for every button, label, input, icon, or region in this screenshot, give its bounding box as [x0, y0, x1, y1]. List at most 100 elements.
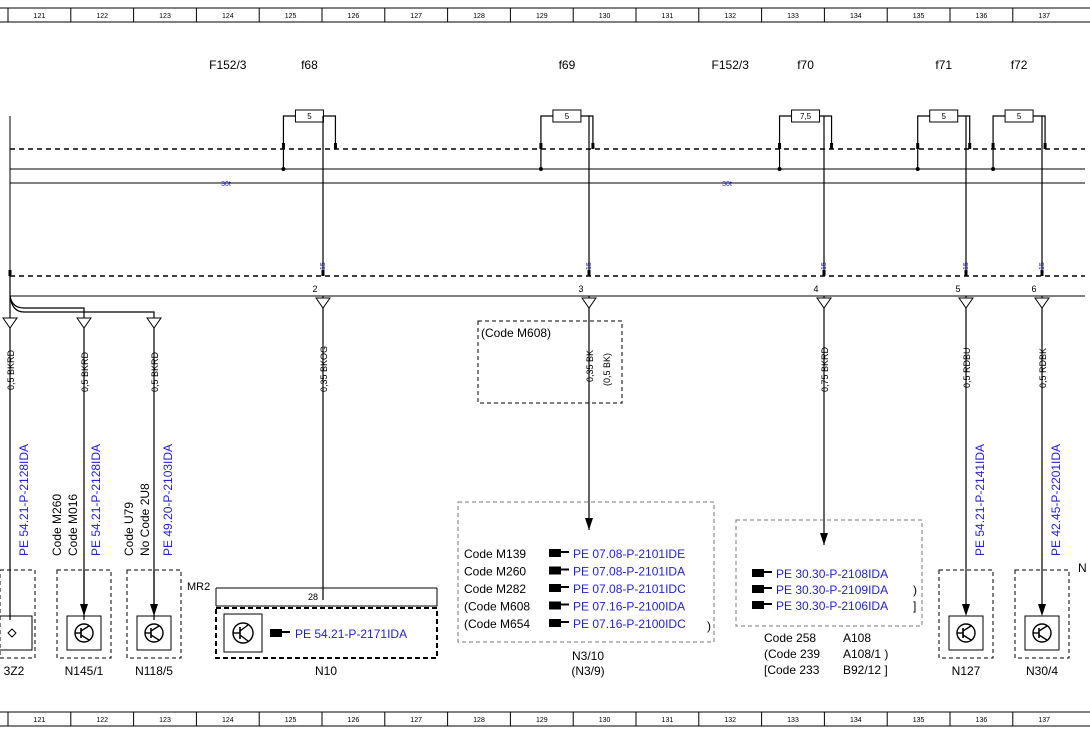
wire-label: 0,35 BKOG: [319, 346, 329, 392]
code-label: Code M016: [66, 494, 80, 556]
ruler-cell: 137: [1038, 13, 1050, 20]
fuse-rating: 5: [307, 112, 312, 121]
wire-label-alt: (0,5 BK): [602, 353, 612, 386]
ruler-cell: 125: [285, 717, 297, 724]
pe-ref-link[interactable]: PE 42.45-P-2201IDA: [1049, 444, 1063, 556]
n3-ref-link[interactable]: PE 07.08-P-2101IDA: [573, 565, 685, 579]
ruler-cell: 131: [662, 13, 674, 20]
n10-hand-icon: [270, 629, 290, 637]
hand-pointer-icon: [549, 619, 569, 627]
ruler-cell: 126: [348, 717, 360, 724]
n3-ref-link[interactable]: PE 07.08-P-2101IDC: [573, 582, 686, 596]
n10-component: MR2 28 PE 54.21-P-2171IDA N10: [187, 581, 438, 678]
sensor-icon: [144, 623, 164, 643]
pe-ref-link[interactable]: PE 54.21-P-2128IDA: [89, 444, 103, 556]
ruler-cell: 132: [724, 717, 736, 724]
fuse: 5: [991, 109, 1047, 171]
ruler-cell: 128: [473, 13, 485, 20]
ruler-cell: 134: [850, 13, 862, 20]
n3-ref-link[interactable]: PE 07.16-P-2100IDA: [573, 600, 685, 614]
wire-drop: 2: [312, 116, 331, 600]
pin-number: 3: [578, 284, 583, 294]
n3-ref-link[interactable]: PE 07.08-P-2101IDE: [573, 547, 685, 561]
a108-box: PE 30.30-P-2108IDA PE 30.30-P-2109IDA) PE …: [735, 519, 923, 677]
ruler-cell: 130: [599, 717, 611, 724]
wire-drop: 4: [813, 116, 832, 545]
component-label: N145/1: [65, 664, 104, 678]
pin-number: 4: [813, 284, 818, 294]
wire-label: 0,35 BK: [585, 350, 595, 382]
left-branches: [9, 276, 155, 318]
ruler-cell: 122: [96, 717, 108, 724]
a108-code: (Code 239: [764, 647, 820, 661]
fuse: 5: [281, 109, 337, 171]
hand-pointer-icon: [549, 566, 569, 575]
n10-ref-link[interactable]: PE 54.21-P-2171IDA: [295, 627, 407, 641]
wire-label: 0,75 BKRD: [820, 346, 830, 392]
n3-code: Code M260: [464, 565, 526, 579]
pe-ref-link[interactable]: PE 49.20-P-2103IDA: [161, 444, 175, 556]
hand-pointer-icon: [752, 585, 772, 593]
hand-pointer-icon: [752, 601, 772, 609]
wire-drop: 5: [955, 116, 974, 570]
ruler-cell: 136: [976, 717, 988, 724]
component-n145-1: N145/1: [56, 569, 112, 678]
ruler-cell: 132: [724, 13, 736, 20]
pe-ref-link[interactable]: PE 54.21-P-2128IDA: [17, 444, 31, 556]
sensor-icon: [74, 623, 94, 643]
a108-ref-link[interactable]: PE 30.30-P-2109IDA: [776, 583, 888, 597]
a108-ref-link[interactable]: PE 30.30-P-2108IDA: [776, 567, 888, 581]
ruler-cell: 125: [285, 13, 297, 20]
ruler-cell: 122: [96, 13, 108, 20]
wire-drop-left: [2, 317, 18, 620]
component-label: N127: [952, 664, 981, 678]
n3-code: Code M282: [464, 582, 526, 596]
sensor-icon: [1032, 623, 1052, 643]
ruler-cell: 131: [662, 717, 674, 724]
ruler-cell: 124: [222, 13, 234, 20]
wire-label: 0,5 BKRD: [150, 351, 160, 392]
bus-label-30t-left: 30t: [221, 181, 231, 188]
a108-ref-link[interactable]: PE 30.30-P-2106IDA: [776, 599, 888, 613]
ruler-cell: 124: [222, 717, 234, 724]
pin-28: 28: [308, 592, 318, 602]
n3-ref-link[interactable]: PE 07.16-P-2100IDC: [573, 617, 686, 631]
fuses: 5 5 7,5 5 5: [281, 109, 1047, 171]
fuse: 7,5: [777, 109, 834, 171]
ruler-cell: 133: [787, 717, 799, 724]
hand-pointer-icon: [549, 549, 569, 557]
terminal-markers: 1515151515: [8, 252, 1046, 276]
code-label: Code M260: [50, 494, 64, 556]
component-n118-5: N118/5: [126, 569, 182, 678]
fuse: 5: [915, 109, 972, 171]
wire-label: 0,5 RDBK: [1038, 348, 1048, 388]
ruler-cell: 123: [159, 717, 171, 724]
wire-label: 0,5 BKRD: [6, 349, 16, 390]
a108-code: Code 258: [764, 631, 816, 645]
n3-label-alt: (N3/9): [571, 664, 604, 678]
fuse-rating: 5: [1017, 112, 1022, 121]
ruler-cell: 135: [913, 13, 925, 20]
fuse-label: f72: [1011, 58, 1028, 72]
a108-close: ]: [913, 599, 916, 613]
ruler-cell: 121: [34, 717, 46, 724]
component-label: N118/5: [135, 664, 173, 678]
fuse: 5: [538, 109, 595, 171]
a108-close: ): [913, 583, 917, 597]
hand-pointer-icon: [752, 569, 772, 577]
n3-label: N3/10: [572, 649, 604, 663]
n3-code: (Code M654: [464, 617, 530, 631]
pe-ref-link[interactable]: PE 54.21-P-2141IDA: [973, 444, 987, 556]
a108-comp: A108: [843, 631, 871, 645]
ruler-cell: 127: [410, 717, 422, 724]
fuse-rating: 5: [941, 112, 946, 121]
ruler-cell: 121: [34, 13, 46, 20]
component-label: N30/4: [1026, 664, 1058, 678]
wire-label: 0,5 BKRD: [80, 351, 90, 392]
fuse-label: F152/3: [712, 58, 750, 72]
ruler-cell: 133: [787, 13, 799, 20]
